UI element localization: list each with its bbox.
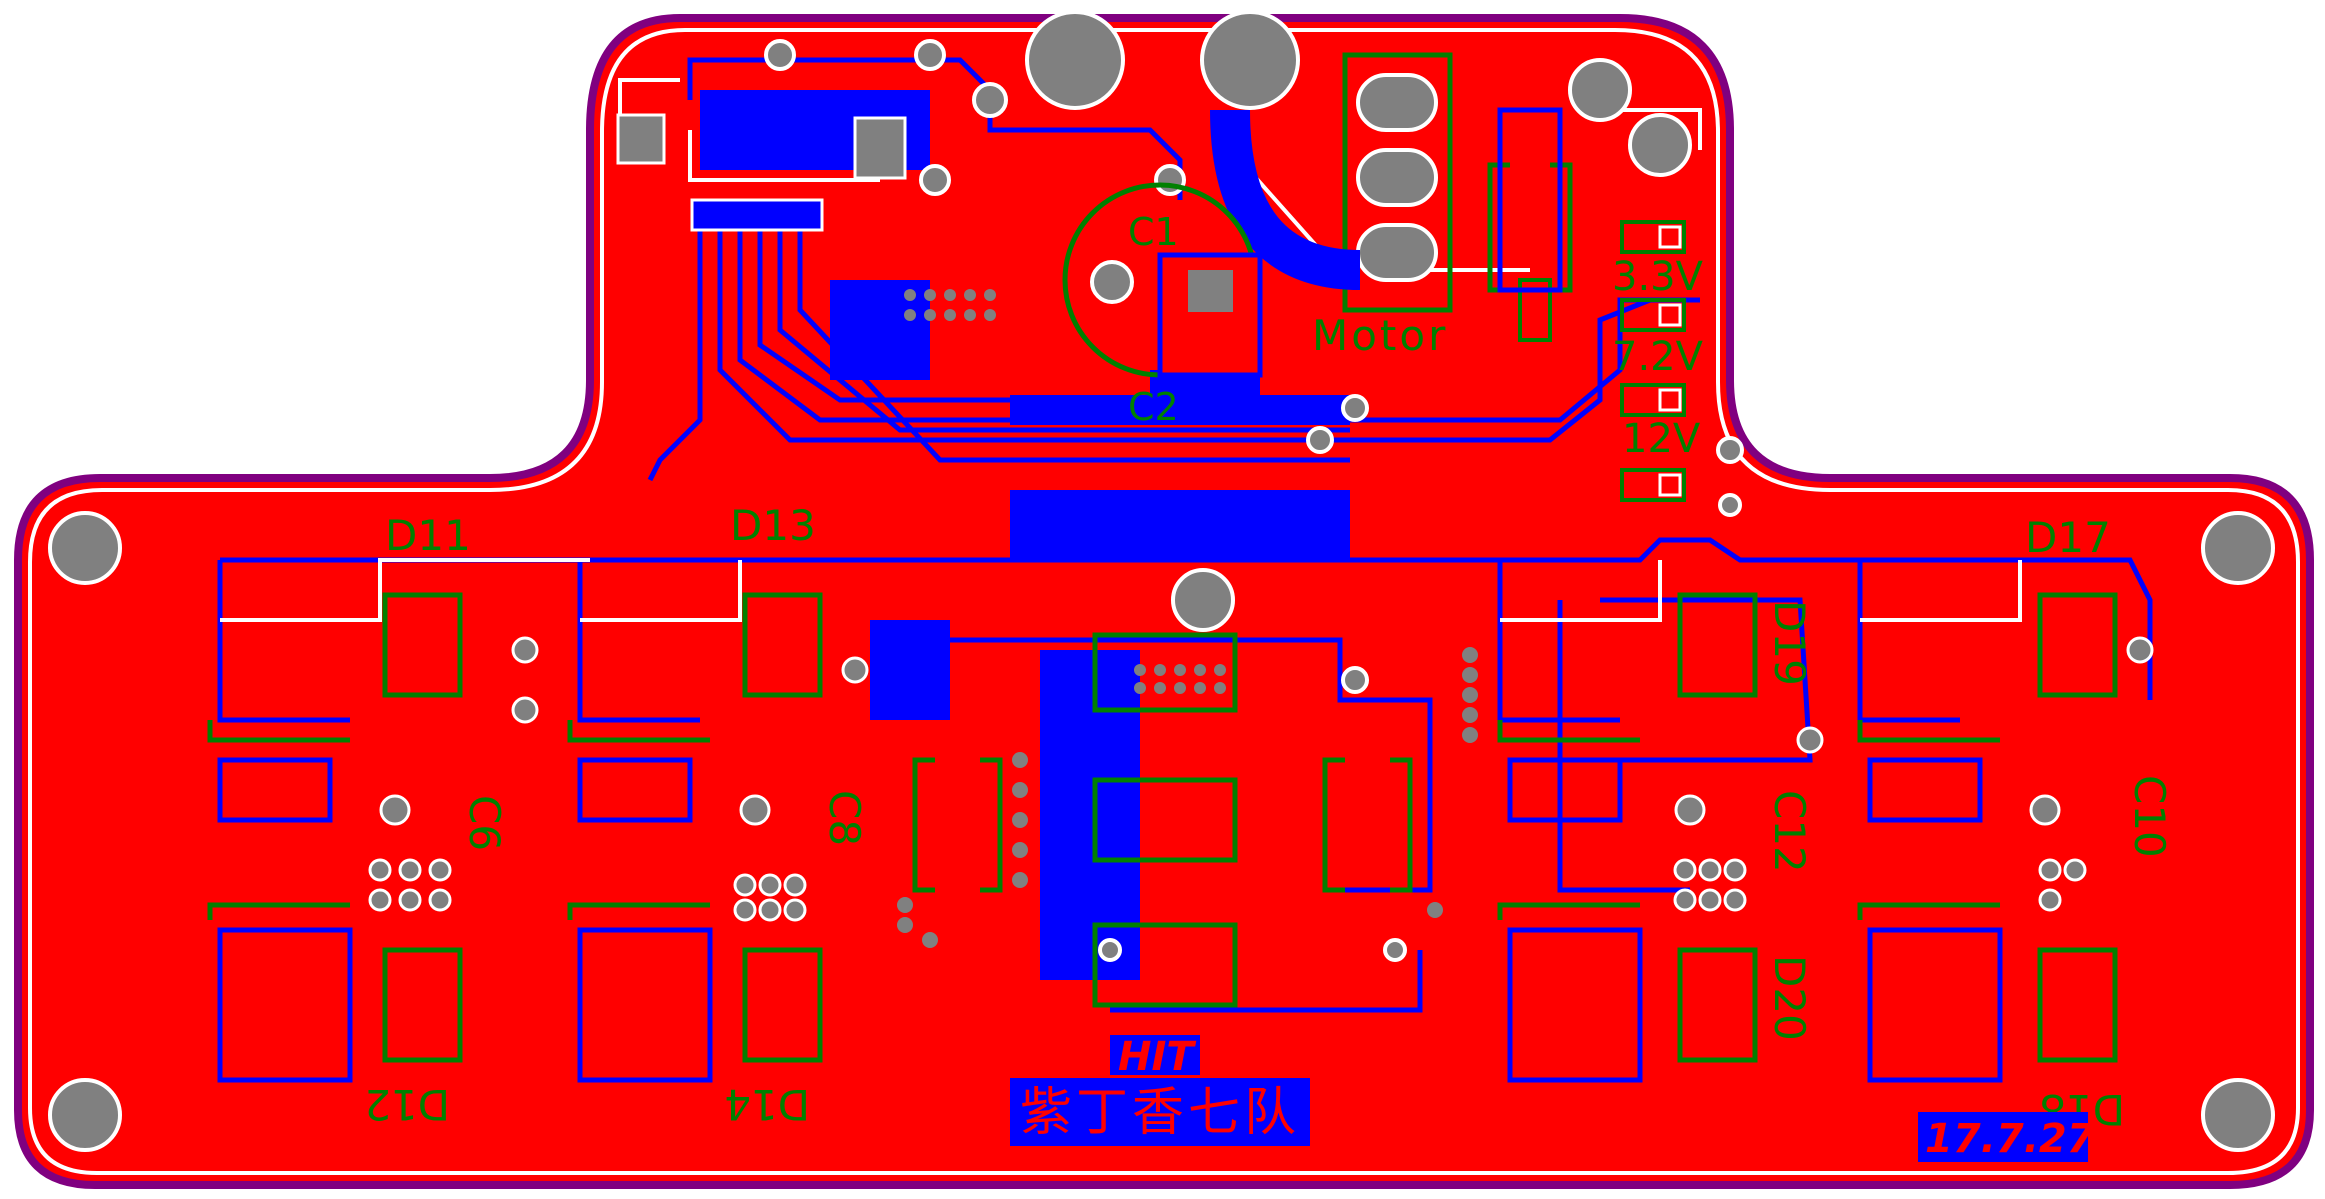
voltage-jumpers	[1306, 220, 1744, 517]
logo-date: 17.7.27	[1925, 1116, 2095, 1162]
label-d13: D13	[730, 501, 816, 550]
regulator-footprint	[1487, 107, 1573, 293]
label-c10: C10	[2125, 775, 2174, 858]
label-c12: C12	[1765, 790, 1814, 873]
label-motor: Motor	[1312, 311, 1448, 360]
logo-team: 紫丁香七队	[1020, 1083, 1300, 1143]
label-3-3v: 3.3V	[1612, 254, 1704, 300]
label-c6: C6	[460, 795, 509, 851]
mounting-holes	[48, 10, 2275, 1152]
silkscreen-labels: C1 C2 Motor 3.3V 7.2V 12V D11 D13 D17 D1…	[364, 210, 2174, 1134]
label-7-2v: 7.2V	[1612, 334, 1704, 380]
led-pad-blocks	[217, 757, 2003, 1083]
label-d17: D17	[2025, 513, 2111, 562]
led-footprints	[207, 592, 2154, 1063]
label-d19: D19	[1765, 600, 1814, 686]
label-c2: C2	[1128, 385, 1179, 429]
label-c8: C8	[820, 790, 869, 846]
center-components	[897, 632, 1478, 1008]
label-d14: D14	[724, 1080, 810, 1129]
logo-hit: HIT	[1118, 1034, 1196, 1080]
label-d20: D20	[1765, 955, 1814, 1041]
label-d12: D12	[364, 1080, 450, 1129]
board-inner-clearance	[28, 28, 2300, 1175]
capacitor-c1-c2	[904, 182, 1263, 378]
label-d11: D11	[385, 511, 471, 560]
traces-bottom	[217, 57, 2153, 1013]
label-c1: C1	[1128, 210, 1179, 254]
motor-connector	[1210, 52, 1453, 313]
connector-pads	[616, 39, 1552, 342]
team-logo: HIT 紫丁香七队 17.7.27	[1010, 1034, 2095, 1162]
label-12v: 12V	[1622, 416, 1701, 462]
